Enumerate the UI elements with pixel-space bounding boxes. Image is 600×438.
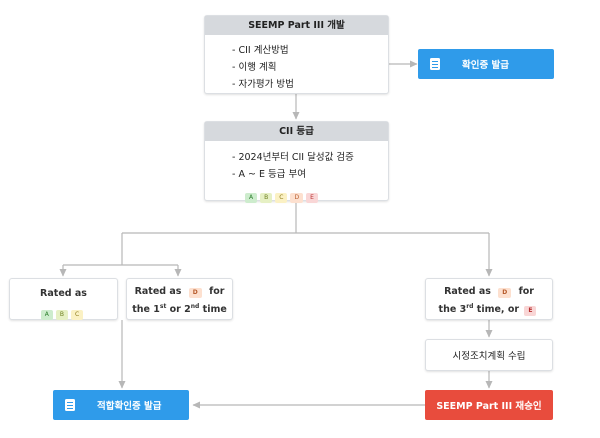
corrective-plan-label: 시정조치계획 수립 [452,351,526,362]
case3-line-2: the 3rd time, or E [426,299,552,317]
case3-the: the 3 [438,304,467,316]
grade-badge-d: D [498,288,512,298]
case2-or: or 2 [166,304,191,316]
case1-label: Rated as [40,288,87,299]
compliance-cert-button[interactable]: 적합확인증 발급 [53,390,189,420]
case2-line-1: Rated as D for [127,284,232,299]
case2-nd: nd [190,303,200,310]
grade-badge-c: C [71,310,84,320]
case3-rd: rd [466,303,474,310]
case3-rated-as: Rated as [444,286,491,297]
step2-item-1: - 2024년부터 CII 달성값 검증 [232,152,354,163]
case2-for: for [209,286,225,297]
reapproval-button[interactable]: SEEMP Part III 재승인 [425,390,553,420]
case3-for: for [518,286,534,297]
issue-cert-button[interactable]: 확인증 발급 [418,49,554,79]
grade-badge-d: D [188,288,202,298]
grade-badge-c: C [275,193,288,203]
document-icon [65,399,75,411]
step1-box: SEEMP Part III 개발 - CII 계산방법 - 이행 계획 - 자… [204,15,389,94]
case2-line-2: the 1st or 2nd time [127,299,232,317]
step2-item-2: - A ~ E 등급 부여 [232,169,306,180]
step1-item-3: - 자가평가 방법 [232,79,294,90]
grade-badge-b: B [55,310,69,320]
reapproval-label: SEEMP Part III 재승인 [436,401,542,412]
case3-box: Rated as D for the 3rd time, or E [425,278,553,320]
step1-item-1: - CII 계산방법 [232,45,289,56]
case3-or: time, or [473,304,520,316]
step1-item-2: - 이행 계획 [232,62,277,73]
case3-line-1: Rated as D for [426,284,552,299]
grade-badge-b: B [260,193,273,203]
case2-st: st [159,303,167,310]
grade-badge-e: E [524,306,537,317]
step2-title: CII 등급 [205,122,388,141]
case2-rated-as: Rated as [134,286,182,297]
corrective-plan-box: 시정조치계획 수립 [425,339,553,371]
step1-title: SEEMP Part III 개발 [205,16,388,35]
step2-box: CII 등급 - 2024년부터 CII 달성값 검증 - A ~ E 등급 부… [204,121,389,203]
case2-box: Rated as D for the 1st or 2nd time [126,278,233,320]
case2-time: time [199,304,227,316]
grade-badge-e: E [306,193,318,203]
issue-cert-label: 확인증 발급 [462,60,510,71]
case2-the: the 1 [132,304,160,316]
compliance-cert-label: 적합확인증 발급 [97,401,162,412]
document-icon [430,58,440,70]
grade-badge-a: A [40,310,53,320]
grade-badge-a: A [245,193,258,203]
grade-badge-d: D [290,193,304,203]
